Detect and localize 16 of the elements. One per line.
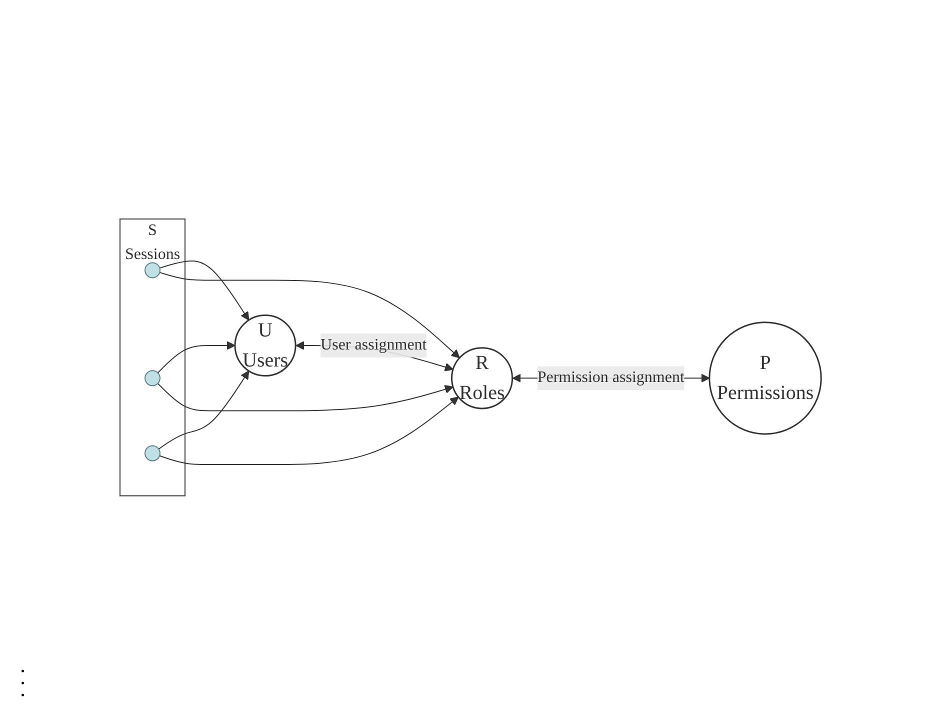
arrow <box>159 260 250 321</box>
edge-label: User assignment <box>320 336 427 354</box>
edge-label: Permission assignment <box>537 369 684 386</box>
dot-label: . <box>20 659 26 671</box>
node-circle <box>144 370 160 386</box>
arrow <box>158 370 250 450</box>
node-circle: P Permissions <box>708 322 822 435</box>
node-circle <box>144 262 160 278</box>
arrow <box>159 272 460 358</box>
arrow <box>157 383 454 412</box>
arrow <box>157 341 236 374</box>
arrow <box>159 396 459 466</box>
node-circle: U Users <box>234 314 296 377</box>
cluster: S Sessions <box>119 218 186 496</box>
node-circle: R Roles <box>450 347 513 410</box>
node-circle <box>144 445 160 462</box>
